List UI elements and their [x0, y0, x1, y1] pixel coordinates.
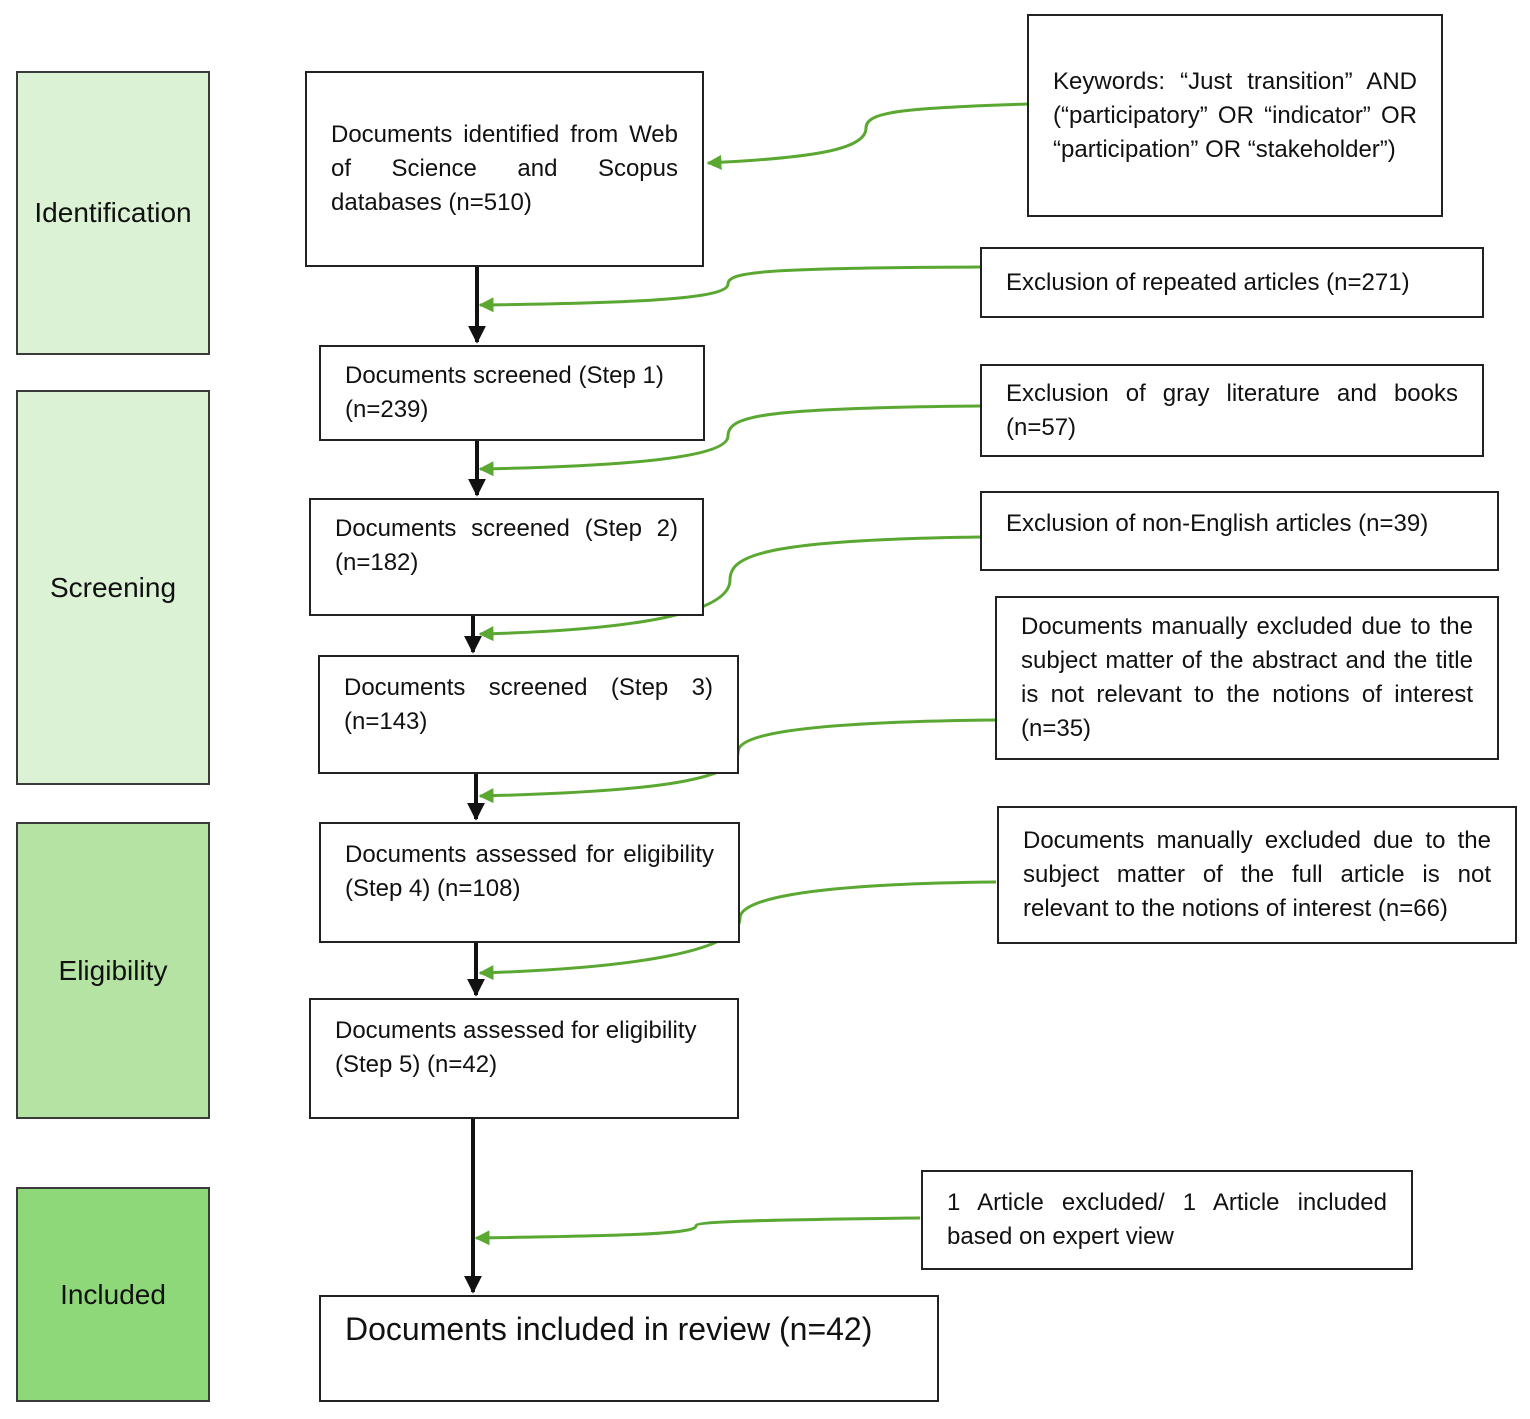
excluded-repeated-text: Exclusion of repeated articles (n=271)	[1006, 268, 1410, 296]
screened-step2-box: Documents screened (Step 2) (n=182)	[309, 498, 704, 616]
excluded-non-english-box: Exclusion of non-English articles (n=39)	[980, 491, 1499, 571]
screened-step3-box: Documents screened (Step 3) (n=143)	[318, 655, 739, 774]
excluded-full-article-text: Documents manually excluded due to the s…	[1023, 827, 1491, 922]
stage-eligibility: Eligibility	[16, 822, 210, 1119]
assessed-step4-box: Documents assessed for eligibility (Step…	[319, 822, 740, 943]
excluded-gray-text: Exclusion of gray literature and books (…	[1006, 379, 1458, 441]
included-text: Documents included in review (n=42)	[345, 1311, 873, 1347]
screened-step3-text: Documents screened (Step 3) (n=143)	[344, 674, 713, 735]
screened-step2-text: Documents screened (Step 2) (n=182)	[335, 515, 678, 576]
identified-text: Documents identified from Web of Science…	[331, 121, 678, 216]
screened-step1-text: Documents screened (Step 1) (n=239)	[345, 362, 664, 423]
expert-view-box: 1 Article excluded/ 1 Article included b…	[921, 1170, 1413, 1270]
assessed-step5-text: Documents assessed for eligibility (Step…	[335, 1017, 697, 1078]
excluded-non-english-text: Exclusion of non-English articles (n=39)	[1006, 510, 1429, 537]
repeated-connector	[478, 265, 981, 313]
assessed-step5-box: Documents assessed for eligibility (Step…	[309, 998, 739, 1119]
keywords-connector	[706, 102, 1029, 170]
assessed-step4-text: Documents assessed for eligibility (Step…	[345, 841, 714, 902]
identified-box: Documents identified from Web of Science…	[305, 71, 704, 267]
excluded-repeated-box: Exclusion of repeated articles (n=271)	[980, 247, 1484, 318]
stage-included-label: Included	[60, 1278, 166, 1310]
stage-screening-label: Screening	[49, 571, 177, 603]
excluded-gray-box: Exclusion of gray literature and books (…	[980, 364, 1484, 457]
expert-view-text: 1 Article excluded/ 1 Article included b…	[947, 1189, 1387, 1250]
included-box: Documents included in review (n=42)	[319, 1295, 939, 1402]
expert-connector	[474, 1216, 921, 1246]
excluded-full-article-box: Documents manually excluded due to the s…	[997, 806, 1517, 944]
stage-identification-label: Identification	[34, 197, 192, 228]
screened-step1-box: Documents screened (Step 1) (n=239)	[319, 345, 705, 441]
excluded-abstract-box: Documents manually excluded due to the s…	[995, 596, 1499, 760]
stage-eligibility-label: Eligibility	[58, 954, 168, 986]
stage-included: Included	[16, 1187, 210, 1402]
keywords-box: Keywords: “Just transition” AND (“partic…	[1027, 14, 1443, 217]
keywords-text: Keywords: “Just transition” AND (“partic…	[1053, 67, 1417, 163]
stage-identification: Identification	[16, 71, 210, 355]
stage-screening: Screening	[16, 390, 210, 785]
excluded-abstract-text: Documents manually excluded due to the s…	[1021, 613, 1473, 742]
